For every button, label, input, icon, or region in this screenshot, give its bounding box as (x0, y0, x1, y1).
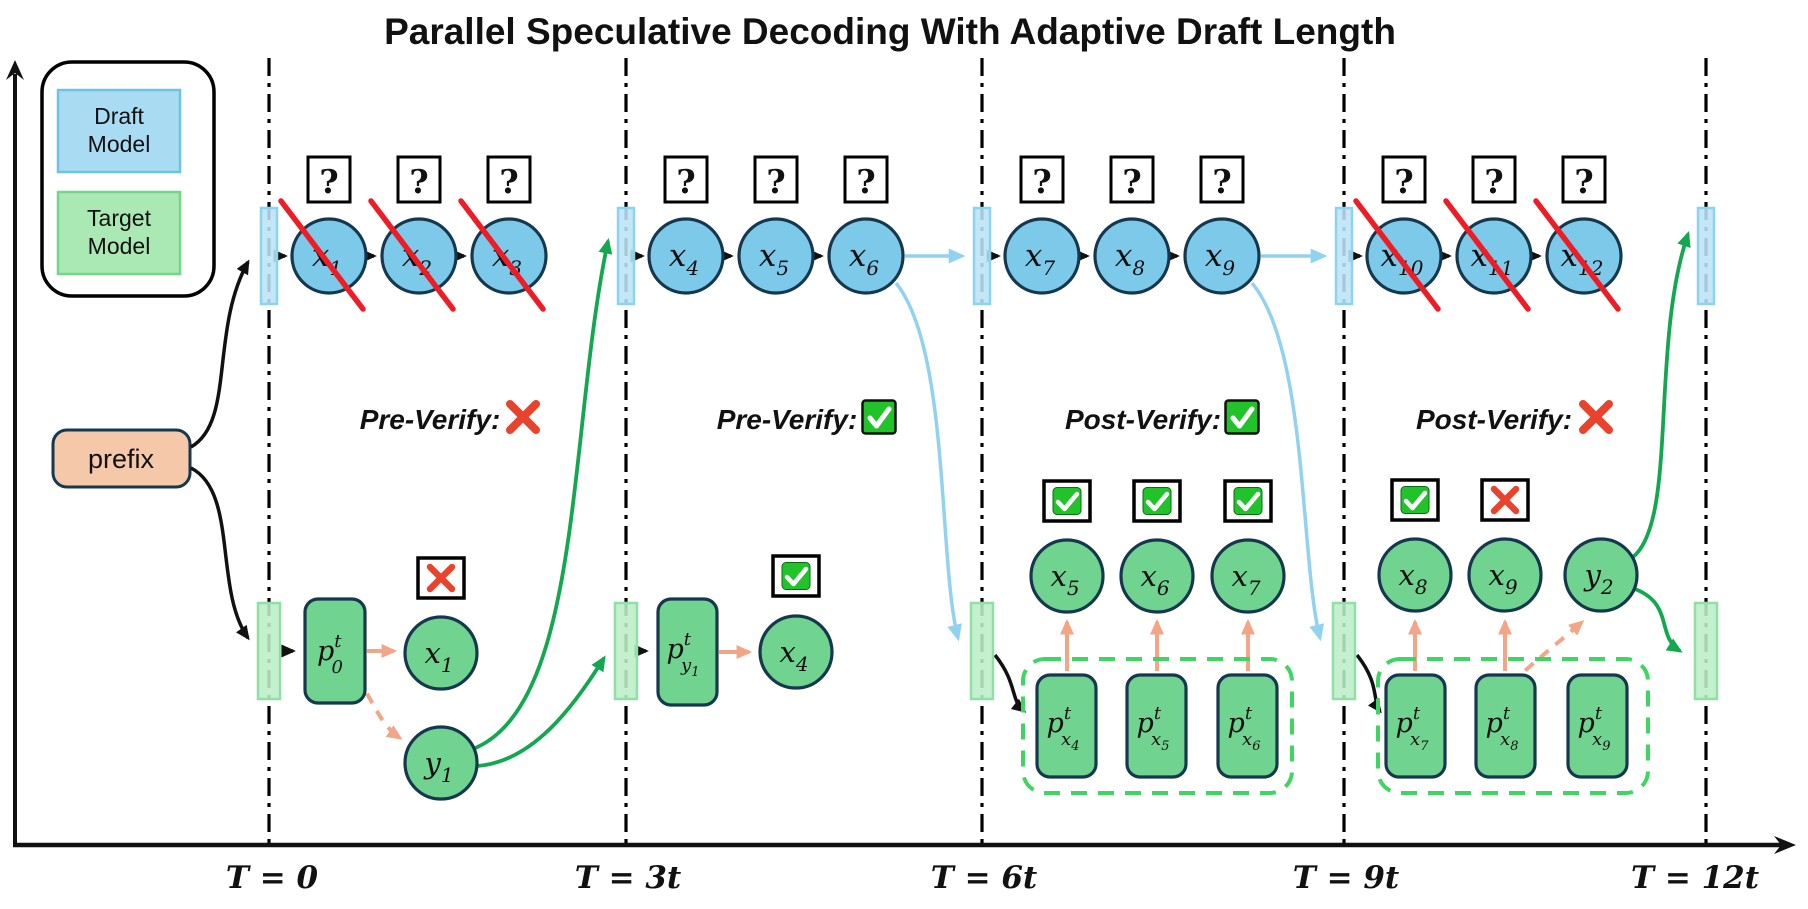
target-token-x4: x4 (758, 614, 834, 690)
y2-to-targetbar-arrow (1634, 587, 1683, 653)
distribution-group-box-1 (1021, 657, 1294, 795)
target-token-x1: x1 (403, 615, 479, 691)
legend-target-label-line1: Target (87, 205, 152, 231)
post-verify-pass-label: Post-Verify: (1065, 404, 1221, 435)
targetbar-to-px4-arrow (993, 653, 1027, 713)
target-token-x8: x8 (1377, 537, 1453, 613)
tick-t9: T = 9t (1293, 860, 1400, 896)
px8-to-y2-dashed-arrow (1494, 619, 1585, 700)
svg-text:x4: x4 (669, 238, 699, 280)
draft-token-x9: x9 (1183, 217, 1261, 295)
tick-t3: T = 3t (575, 860, 682, 896)
time-axis (6, 60, 1796, 854)
svg-text:x9: x9 (1488, 558, 1517, 599)
target-token-x5: x5 (1029, 538, 1105, 614)
verify-labels: Pre-Verify: Pre-Verify: Post-Verify: Pos… (360, 401, 1609, 436)
draft-tokens: x1 x2 x3 x4 x5 x6 x7 x8 x9 x10 x11 x12 (281, 201, 1623, 309)
prefix-to-draft-arrow (190, 259, 250, 449)
verification-badges (418, 480, 1528, 598)
x9-to-targetbar-arrow (1250, 281, 1324, 642)
svg-text:x8: x8 (1398, 558, 1427, 599)
distribution-group-box-2 (1376, 657, 1650, 795)
svg-text:x7: x7 (1025, 238, 1055, 280)
pre-verify-fail-label: Pre-Verify: (360, 404, 501, 435)
svg-text:x6: x6 (1140, 559, 1169, 600)
draft-token-x4: x4 (647, 217, 725, 295)
question-boxes (306, 155, 1607, 204)
svg-text:x4: x4 (779, 635, 808, 676)
legend-draft-swatch (56, 88, 182, 174)
y1-to-draftbar-arrow (472, 237, 613, 751)
draft-token-x6: x6 (827, 217, 905, 295)
y1-to-targetbar-arrow (476, 655, 606, 768)
target-token-y1: y1 (403, 725, 479, 801)
svg-text:x6: x6 (849, 238, 879, 280)
legend-target-swatch (56, 190, 182, 276)
target-token-y2: y2 (1563, 537, 1639, 613)
y-axis-arrowhead-icon (6, 60, 24, 80)
svg-text:x5: x5 (759, 238, 789, 280)
target-token-x6: x6 (1119, 538, 1195, 614)
svg-text:x7: x7 (1231, 559, 1260, 600)
legend-draft-label-line1: Draft (94, 103, 144, 129)
prefix-label: prefix (88, 444, 155, 474)
target-token-x9: x9 (1467, 537, 1543, 613)
tick-t12: T = 12t (1631, 860, 1760, 896)
x-axis-arrowhead-icon (1774, 836, 1796, 854)
y2-to-draftbar-arrow (1631, 231, 1691, 559)
draft-token-x7: x7 (1003, 217, 1081, 295)
post-verify-fail-label: Post-Verify: (1416, 404, 1572, 435)
x6-to-targetbar-arrow (894, 281, 962, 642)
svg-text:x1: x1 (424, 636, 453, 677)
pre-verify-pass-label: Pre-Verify: (717, 404, 858, 435)
legend: Draft Model Target Model (40, 60, 216, 298)
page-title: Parallel Speculative Decoding With Adapt… (384, 11, 1396, 52)
draft-token-x8: x8 (1093, 217, 1171, 295)
legend-target-label-line2: Model (88, 233, 151, 259)
prefix-to-target-arrow (190, 466, 250, 641)
time-gridlines (267, 58, 1708, 845)
svg-text:pt0: pt0 (317, 631, 343, 678)
svg-text:x9: x9 (1205, 238, 1235, 280)
legend-draft-label-line2: Model (88, 131, 151, 157)
svg-text:y2: y2 (1582, 558, 1613, 599)
svg-text:y1: y1 (422, 746, 453, 787)
tick-t0: T = 0 (226, 860, 319, 896)
time-tick-labels: T = 0 T = 3t T = 6t T = 9t T = 12t (226, 860, 1760, 896)
svg-text:x5: x5 (1050, 559, 1079, 600)
tick-t6: T = 6t (931, 860, 1038, 896)
svg-text:x8: x8 (1115, 238, 1145, 280)
target-tokens: x1 y1 x4 x5 x6 x7 x8 x9 y2 (403, 537, 1639, 801)
arrows (190, 231, 1691, 768)
draft-token-x5: x5 (737, 217, 815, 295)
prefix-node: prefix (51, 428, 192, 489)
target-token-x7: x7 (1210, 538, 1286, 614)
